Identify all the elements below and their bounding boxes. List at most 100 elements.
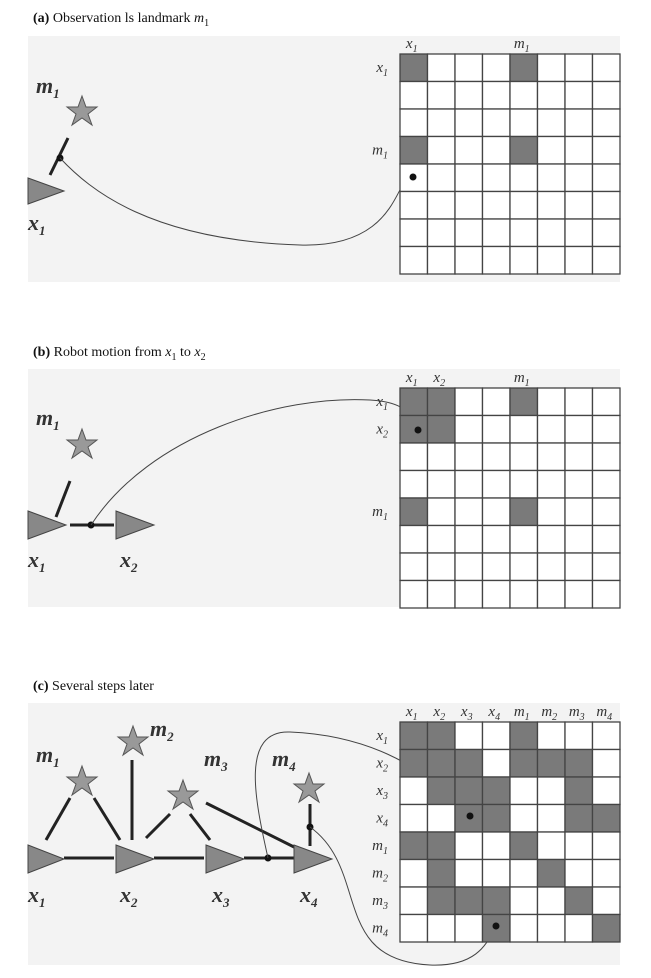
matrix-cell	[426, 579, 456, 609]
matrix-cell	[564, 803, 594, 833]
matrix-cell	[399, 245, 429, 275]
matrix-cell	[591, 218, 621, 248]
robot-pose-icon	[27, 844, 66, 874]
matrix-cell	[564, 497, 594, 527]
matrix-cell	[481, 108, 511, 138]
matrix-cell	[509, 135, 539, 165]
matrix-cell	[481, 748, 511, 778]
landmark-star-icon	[116, 724, 150, 757]
matrix-cell	[426, 721, 456, 751]
matrix-cell	[564, 748, 594, 778]
matrix-cell	[591, 579, 621, 609]
matrix-cell	[399, 858, 429, 888]
landmark-star-icon	[65, 94, 99, 127]
matrix-cell	[454, 524, 484, 554]
caption-a: (a) Observation ls landmark m1	[33, 11, 209, 29]
matrix-cell	[564, 190, 594, 220]
link-curve	[59, 157, 413, 246]
matrix-cell	[564, 414, 594, 444]
matrix-cell	[591, 80, 621, 110]
matrix-cell	[509, 831, 539, 861]
matrix-cell	[454, 414, 484, 444]
matrix-cell	[481, 858, 511, 888]
matrix-cell	[591, 414, 621, 444]
matrix-cell	[591, 135, 621, 165]
matrix-cell	[536, 913, 566, 943]
matrix-cell	[454, 80, 484, 110]
label-m2: m2	[150, 716, 174, 744]
matrix-cell	[509, 387, 539, 417]
matrix-cell	[564, 831, 594, 861]
matrix-cell	[536, 469, 566, 499]
matrix-cell	[454, 886, 484, 916]
matrix-cell	[426, 748, 456, 778]
matrix-cell	[399, 579, 429, 609]
matrix-cell	[536, 108, 566, 138]
matrix-cell	[591, 497, 621, 527]
matrix-cell	[564, 53, 594, 83]
matrix-cell	[509, 524, 539, 554]
measurement-edge	[92, 797, 122, 841]
matrix-cell	[591, 163, 621, 193]
matrix-cell	[564, 552, 594, 582]
caption-var2: x	[194, 345, 201, 360]
measurement-edge	[188, 813, 212, 841]
caption-sub2: 2	[200, 351, 206, 363]
matrix-cell	[426, 886, 456, 916]
matrix-cell	[426, 442, 456, 472]
matrix-cell	[509, 803, 539, 833]
matrix-cell	[399, 414, 429, 444]
matrix-cell	[399, 886, 429, 916]
matrix-cell	[399, 524, 429, 554]
matrix-cell	[426, 80, 456, 110]
matrix-cell	[564, 80, 594, 110]
matrix-cell	[591, 831, 621, 861]
matrix-cell	[536, 721, 566, 751]
matrix-cell	[399, 831, 429, 861]
matrix-cell	[426, 218, 456, 248]
matrix-cell	[481, 80, 511, 110]
matrix-cell	[536, 776, 566, 806]
matrix-cell	[454, 245, 484, 275]
matrix-cell	[399, 803, 429, 833]
matrix-cell	[509, 721, 539, 751]
matrix-cell	[481, 442, 511, 472]
matrix-cell	[591, 858, 621, 888]
matrix-cell	[564, 442, 594, 472]
matrix-cell	[399, 387, 429, 417]
measurement-edge	[205, 801, 301, 852]
graph-a: m1 x1	[27, 73, 413, 246]
matrix-cell	[399, 552, 429, 582]
landmark-star-icon	[166, 778, 200, 811]
robot-pose-icon	[293, 844, 334, 874]
matrix-cell	[509, 190, 539, 220]
matrix-cell	[564, 135, 594, 165]
graph-b: m1 x1 x2	[27, 399, 419, 575]
matrix-cell	[536, 803, 566, 833]
matrix-cell	[399, 497, 429, 527]
caption-sub: 1	[171, 351, 177, 363]
matrix-cell	[481, 163, 511, 193]
matrix-cell	[481, 414, 511, 444]
matrix-cell	[399, 469, 429, 499]
matrix-cell	[426, 913, 456, 943]
matrix-cell	[509, 218, 539, 248]
matrix-cell	[399, 190, 429, 220]
caption-text: Robot motion from	[53, 345, 166, 360]
matrix-cell	[481, 552, 511, 582]
matrix-cell	[481, 190, 511, 220]
matrix-cell	[564, 245, 594, 275]
matrix-cell	[536, 387, 566, 417]
landmark-star-icon	[65, 427, 99, 460]
matrix-cell	[426, 108, 456, 138]
matrix-cell	[399, 218, 429, 248]
matrix-cell	[399, 748, 429, 778]
matrix-cell	[509, 748, 539, 778]
matrix-cell	[591, 190, 621, 220]
robot-pose-icon	[115, 844, 156, 874]
matrix-cell	[564, 886, 594, 916]
